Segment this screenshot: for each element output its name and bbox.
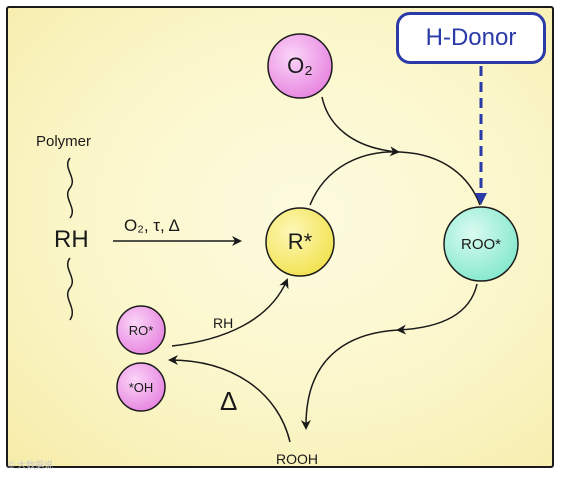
- rh-main-label: RH: [54, 226, 89, 253]
- node-r-radical-label: R*: [287, 229, 313, 254]
- watermark: © 大数据说: [8, 460, 54, 470]
- r-to-roo-arc: [309, 151, 481, 206]
- rh-arrow-label: RH: [213, 315, 234, 331]
- hdonor-label: H-Donor: [425, 24, 517, 51]
- ro-to-r-arrow: [171, 278, 289, 347]
- hdonor-box: H-Donor: [396, 12, 546, 64]
- node-r-radical: [265, 207, 335, 277]
- delta-label: Δ: [220, 386, 238, 416]
- node-ro-radical-label: RO*: [128, 322, 154, 338]
- node-ro-radical: [116, 305, 166, 355]
- node-o2-label: O₂: [287, 53, 313, 78]
- rooh-label: ROOH: [276, 451, 318, 467]
- polymer-chain-top: [67, 157, 73, 219]
- reaction-conditions-label: O₂, τ, Δ: [124, 216, 180, 235]
- polymer-chain-bottom: [67, 257, 73, 321]
- polymer-label: Polymer: [36, 133, 92, 150]
- node-roo-radical: [443, 206, 519, 282]
- node-oh-radical-label: *OH: [128, 379, 154, 395]
- roo-propagation-arc: [396, 283, 478, 335]
- node-oh-radical: [116, 362, 166, 412]
- rooh-decomposition-arrow: [168, 355, 291, 443]
- node-o2: [267, 33, 333, 99]
- o2-entry-arrow: [321, 96, 400, 157]
- to-rooh-arc: [300, 329, 399, 430]
- node-roo-radical-label: ROO*: [460, 235, 501, 253]
